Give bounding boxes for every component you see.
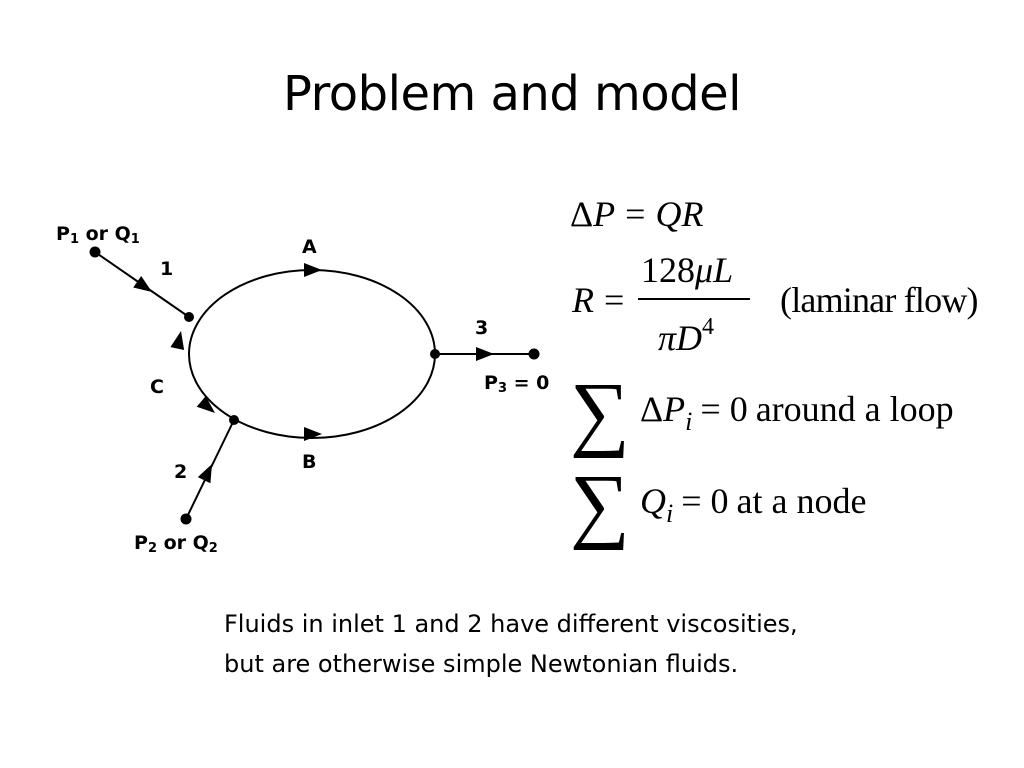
outlet-3-node xyxy=(528,348,540,360)
description-line-2: but are otherwise simple Newtonian fluid… xyxy=(224,650,739,678)
inlet-1-label: P1 or Q1 xyxy=(56,223,140,247)
summation-symbol-loop: ∑ xyxy=(570,366,630,459)
junction-node-outlet xyxy=(430,349,440,359)
description-text: Fluids in inlet 1 and 2 have different v… xyxy=(224,604,944,684)
channel-1-label: 1 xyxy=(160,258,173,280)
channel-2-label: 2 xyxy=(174,461,187,483)
outlet-3-label: P3 = 0 xyxy=(484,372,549,396)
branch-c-label: C xyxy=(150,376,164,398)
resistance-numerator: 128μL xyxy=(641,250,733,290)
flow-arrow-outlet-3 xyxy=(476,347,494,361)
laminar-flow-note: (laminar flow) xyxy=(780,280,978,320)
branch-a-label: A xyxy=(302,236,317,258)
flow-arrow-inlet-2 xyxy=(197,464,212,484)
equation-resistance: R = 128μL πD4 (laminar flow) xyxy=(571,250,979,358)
channel-3-label: 3 xyxy=(475,317,488,339)
description-line-1: Fluids in inlet 1 and 2 have different v… xyxy=(224,610,798,638)
junction-node-upper xyxy=(184,312,194,322)
equation-pressure-drop: ΔP=QR xyxy=(570,194,703,234)
flow-arrow-branch-b xyxy=(304,427,322,441)
summation-symbol-node: ∑ xyxy=(570,458,630,551)
flow-arrow-inlet-1 xyxy=(133,275,152,292)
flow-arrow-branch-c-up xyxy=(170,331,185,351)
flow-arrow-branch-a xyxy=(304,263,322,277)
flow-arrow-branch-c-down xyxy=(196,396,215,413)
inlet-2-node xyxy=(180,513,192,525)
inlet-1-node xyxy=(89,246,101,258)
resistance-lhs: R xyxy=(571,280,594,320)
junction-node-lower xyxy=(229,415,239,425)
branch-b-label: B xyxy=(302,451,316,473)
channel-loop xyxy=(188,269,436,439)
resistance-equals: = xyxy=(604,280,624,320)
resistance-denominator: πD4 xyxy=(658,314,714,358)
page-title: Problem and model xyxy=(282,66,742,122)
inlet-2-label: P2 or Q2 xyxy=(134,532,218,556)
